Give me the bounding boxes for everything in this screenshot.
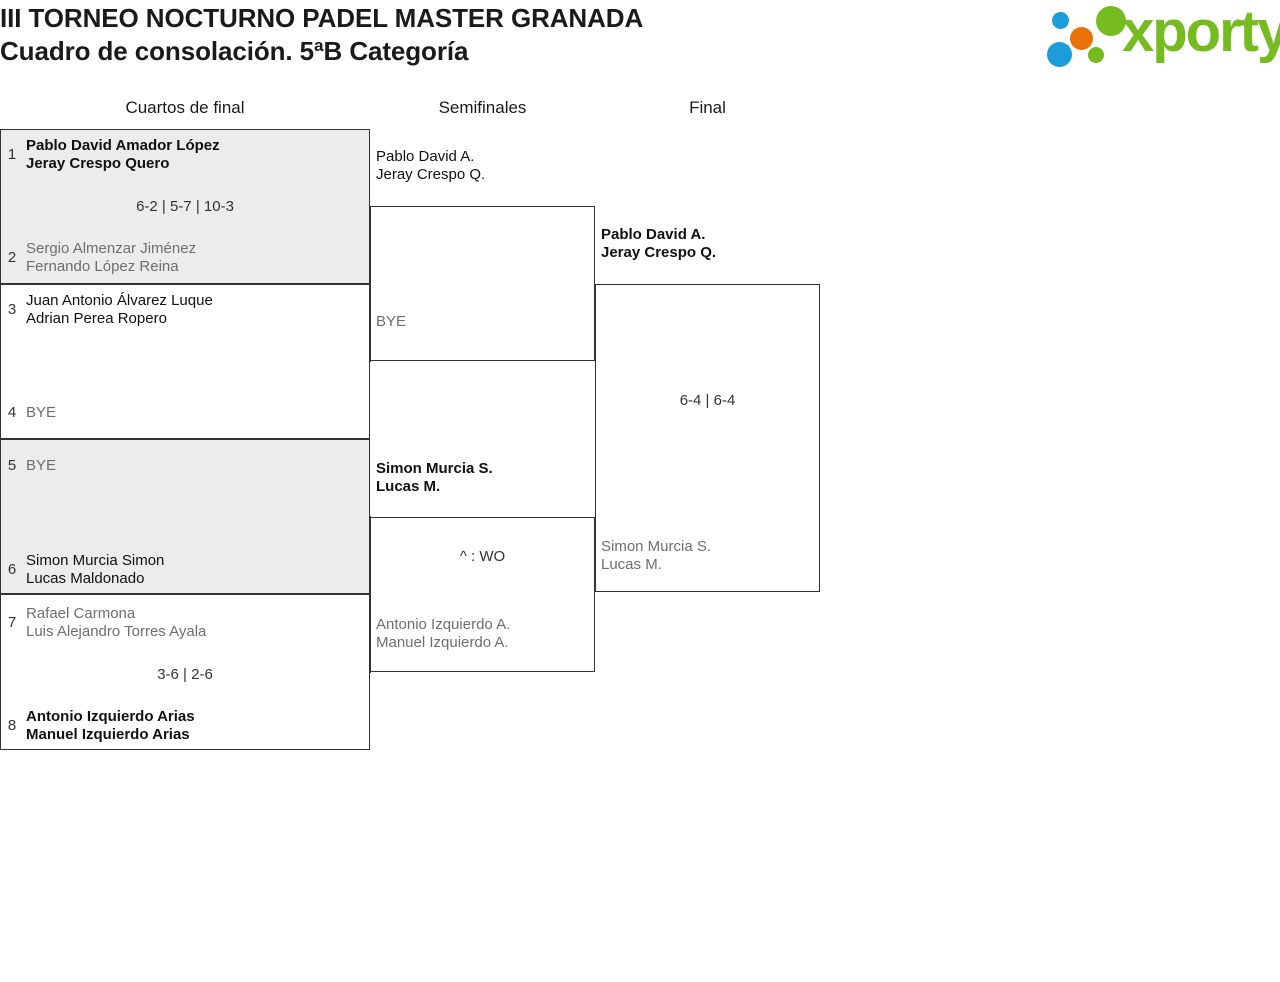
- score-qf1: 6-2 | 5-7 | 10-3: [136, 198, 234, 215]
- connector-qf4-out: [370, 672, 371, 673]
- seed-number-1: 1: [7, 146, 17, 163]
- team-qf2-bottom-line1: BYE: [26, 404, 57, 421]
- team-final-top: Pablo David A. Jeray Crespo Q.: [601, 226, 716, 262]
- team-qf3-top: BYE: [26, 457, 56, 475]
- team-qf3-bottom-line1: Simon Murcia Simon: [26, 552, 165, 569]
- logo-dot-orange: [1070, 27, 1093, 50]
- seed-number-2: 2: [7, 249, 17, 266]
- team-final-bottom-line2: Lucas M.: [601, 556, 662, 573]
- match-box-sf1[interactable]: [370, 206, 595, 361]
- logo-dot-blue-large: [1047, 42, 1072, 67]
- team-qf2-top-line2: Adrian Perea Ropero: [26, 310, 167, 327]
- team-sf1-top-line1: Pablo David A.: [376, 148, 475, 165]
- match-box-final[interactable]: [595, 284, 820, 592]
- match-box-sf2[interactable]: [370, 517, 595, 672]
- team-qf2-top-line1: Juan Antonio Álvarez Luque: [26, 292, 213, 309]
- tournament-subtitle: Cuadro de consolación. 5ªB Categoría: [0, 36, 469, 66]
- team-final-top-line1: Pablo David A.: [601, 226, 706, 243]
- match-box-qf3[interactable]: [0, 439, 370, 594]
- tournament-name: III TORNEO NOCTURNO PADEL MASTER GRANADA: [0, 3, 644, 33]
- seed-number-8: 8: [7, 717, 17, 734]
- match-box-qf4[interactable]: [0, 594, 370, 750]
- team-final-top-line2: Jeray Crespo Q.: [601, 244, 717, 261]
- round-header-quarterfinals: Cuartos de final: [125, 98, 245, 117]
- team-qf1-top-line1: Pablo David Amador López: [26, 137, 220, 154]
- team-sf2-bottom: Antonio Izquierdo A. Manuel Izquierdo A.: [376, 616, 510, 652]
- team-qf1-bottom: Sergio Almenzar Jiménez Fernando López R…: [26, 240, 196, 276]
- team-qf1-top: Pablo David Amador López Jeray Crespo Qu…: [26, 137, 220, 173]
- team-sf1-bottom-line1: BYE: [376, 313, 407, 330]
- logo-dot-blue-small: [1052, 12, 1069, 29]
- round-header-semifinals: Semifinales: [438, 98, 527, 117]
- team-qf4-bottom-line1: Antonio Izquierdo Arias: [26, 708, 195, 725]
- match-box-qf2[interactable]: [0, 284, 370, 439]
- team-sf2-top-line1: Simon Murcia S.: [376, 460, 493, 477]
- logo-dot-green-large: [1096, 6, 1126, 36]
- team-qf2-bottom: BYE: [26, 404, 56, 422]
- seed-number-7: 7: [7, 614, 17, 631]
- round-header-final: Final: [689, 98, 726, 117]
- team-final-bottom-line1: Simon Murcia S.: [601, 538, 712, 555]
- page-title: III TORNEO NOCTURNO PADEL MASTER GRANADA…: [0, 2, 1020, 68]
- score-final: 6-4 | 6-4: [679, 392, 736, 409]
- seed-number-3: 3: [7, 301, 17, 318]
- team-qf1-bottom-line1: Sergio Almenzar Jiménez: [26, 240, 197, 257]
- xporty-logo[interactable]: xporty: [1046, 0, 1280, 68]
- team-qf4-bottom: Antonio Izquierdo Arias Manuel Izquierdo…: [26, 708, 195, 744]
- seed-number-4: 4: [7, 404, 17, 421]
- team-qf4-top: Rafael Carmona Luis Alejandro Torres Aya…: [26, 605, 206, 641]
- score-sf2: ^ : WO: [459, 548, 506, 565]
- team-sf2-top: Simon Murcia S. Lucas M.: [376, 460, 493, 496]
- seed-number-5: 5: [7, 457, 17, 474]
- connector-qf2-out: [370, 361, 371, 362]
- team-sf1-bottom: BYE: [376, 313, 406, 331]
- team-qf4-top-line1: Rafael Carmona: [26, 605, 136, 622]
- team-qf4-top-line2: Luis Alejandro Torres Ayala: [26, 623, 207, 640]
- connector-qf3-out: [370, 516, 371, 517]
- team-qf1-top-line2: Jeray Crespo Quero: [26, 155, 170, 172]
- team-qf3-bottom-line2: Lucas Maldonado: [26, 570, 145, 587]
- team-qf3-top-line1: BYE: [26, 457, 57, 474]
- team-sf1-top-line2: Jeray Crespo Q.: [376, 166, 486, 183]
- team-qf1-bottom-line2: Fernando López Reina: [26, 258, 179, 275]
- score-qf4: 3-6 | 2-6: [157, 666, 213, 683]
- team-sf2-bottom-line2: Manuel Izquierdo A.: [376, 634, 509, 651]
- logo-dot-green-small: [1088, 47, 1104, 63]
- match-box-qf1[interactable]: [0, 129, 370, 284]
- team-sf2-bottom-line1: Antonio Izquierdo A.: [376, 616, 511, 633]
- team-qf4-bottom-line2: Manuel Izquierdo Arias: [26, 726, 190, 743]
- team-final-bottom: Simon Murcia S. Lucas M.: [601, 538, 711, 574]
- logo-wordmark: xporty: [1122, 0, 1280, 64]
- team-sf1-top: Pablo David A. Jeray Crespo Q.: [376, 148, 485, 184]
- seed-number-6: 6: [7, 561, 17, 578]
- team-qf2-top: Juan Antonio Álvarez Luque Adrian Perea …: [26, 292, 213, 328]
- team-sf2-top-line2: Lucas M.: [376, 478, 441, 495]
- team-qf3-bottom: Simon Murcia Simon Lucas Maldonado: [26, 552, 164, 588]
